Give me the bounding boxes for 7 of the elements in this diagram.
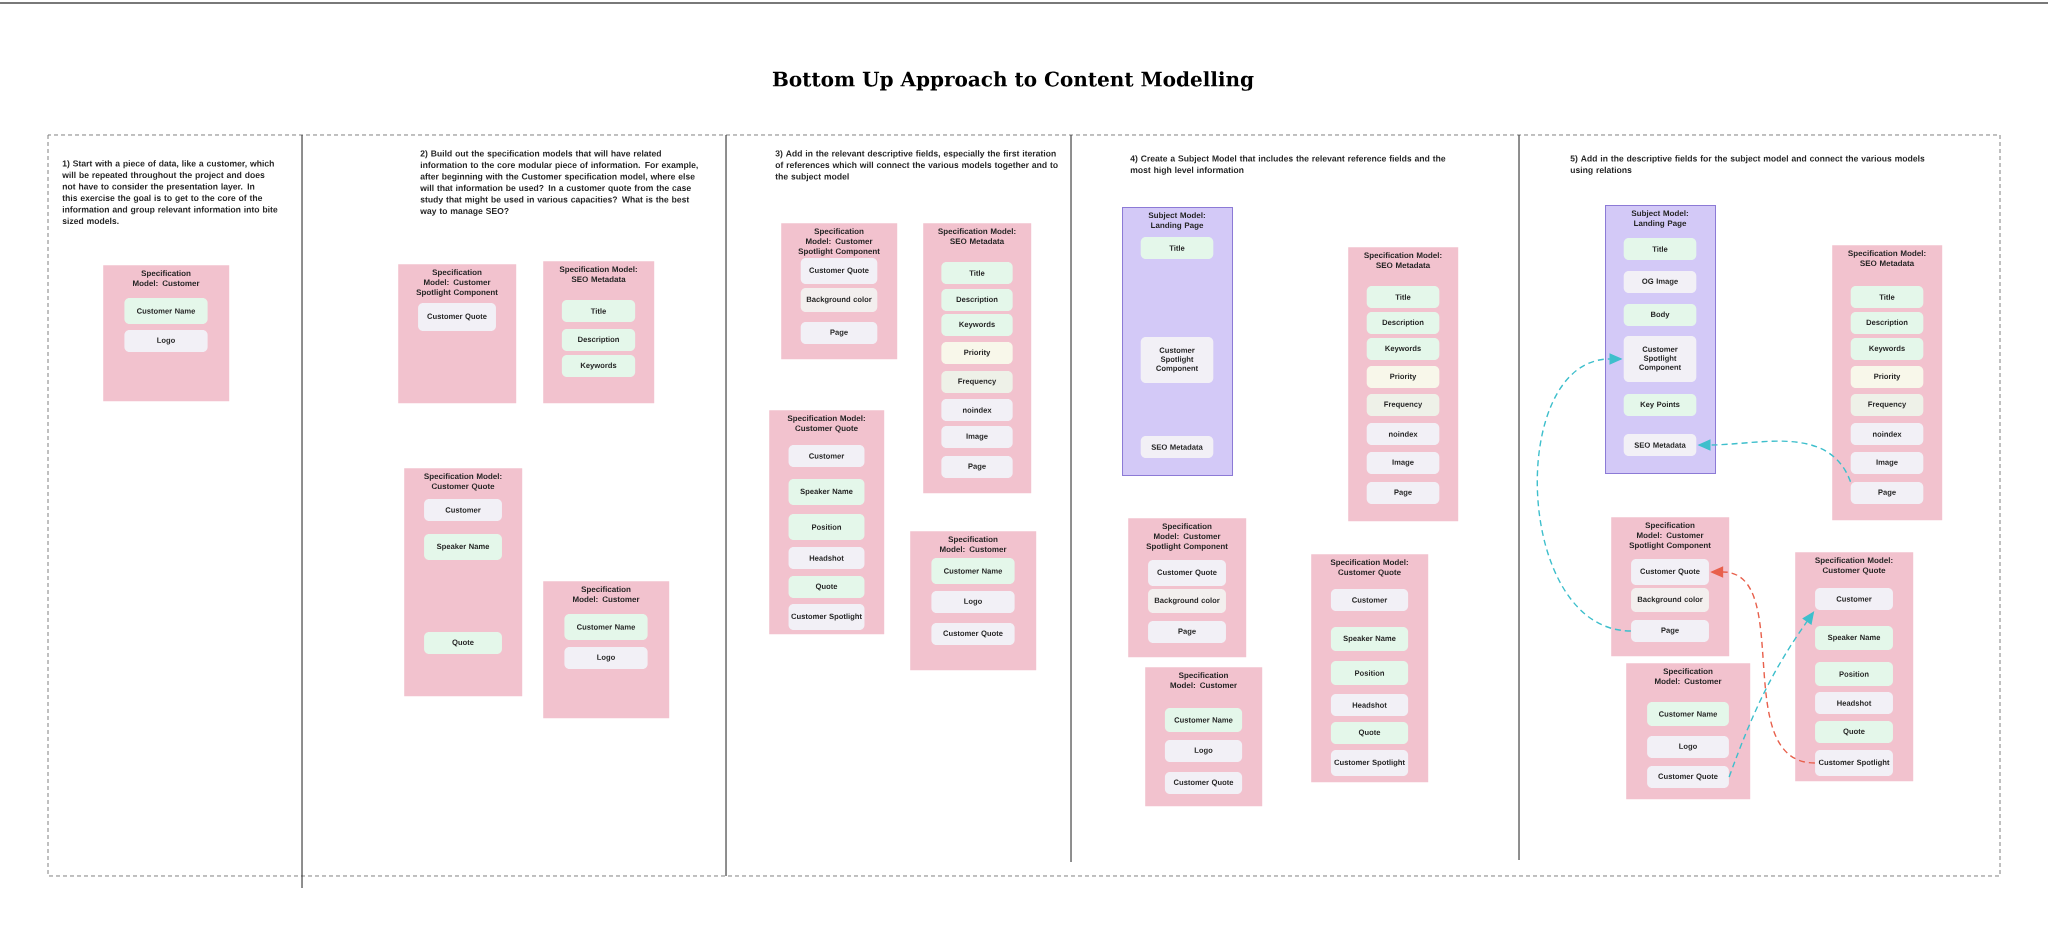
title: Bottom Up Approach to Content Modelling	[772, 71, 1254, 91]
step-text: 3) Add in the relevant descriptive fields, especially the first iteration of references which will connect the various models together and to the subject model	[775, 150, 1058, 182]
relation-arrow	[1536, 353, 1632, 632]
step-text: 2) Build out the specification models that will have related information to the core modular piece of information. For example, after beginning with the Customer specification model, where else will that information be used? In a customer quote from the case study that might be used in various capacities? What is the best way to manage SEO?	[420, 150, 698, 216]
step-text: 5) Add in the descriptive fields for the subject model and connect the various models using relations	[1570, 155, 1925, 175]
step-text: 4) Create a Subject Model that includes the relevant reference fields and the most high level information	[1130, 155, 1446, 175]
step-text: 1) Start with a piece of data, like a customer, which will be repeated throughout the project and does not have to consider the presentation layer. In this exercise the goal is to get to the core of the information and group relevant information into bite sized models.	[62, 160, 278, 224]
